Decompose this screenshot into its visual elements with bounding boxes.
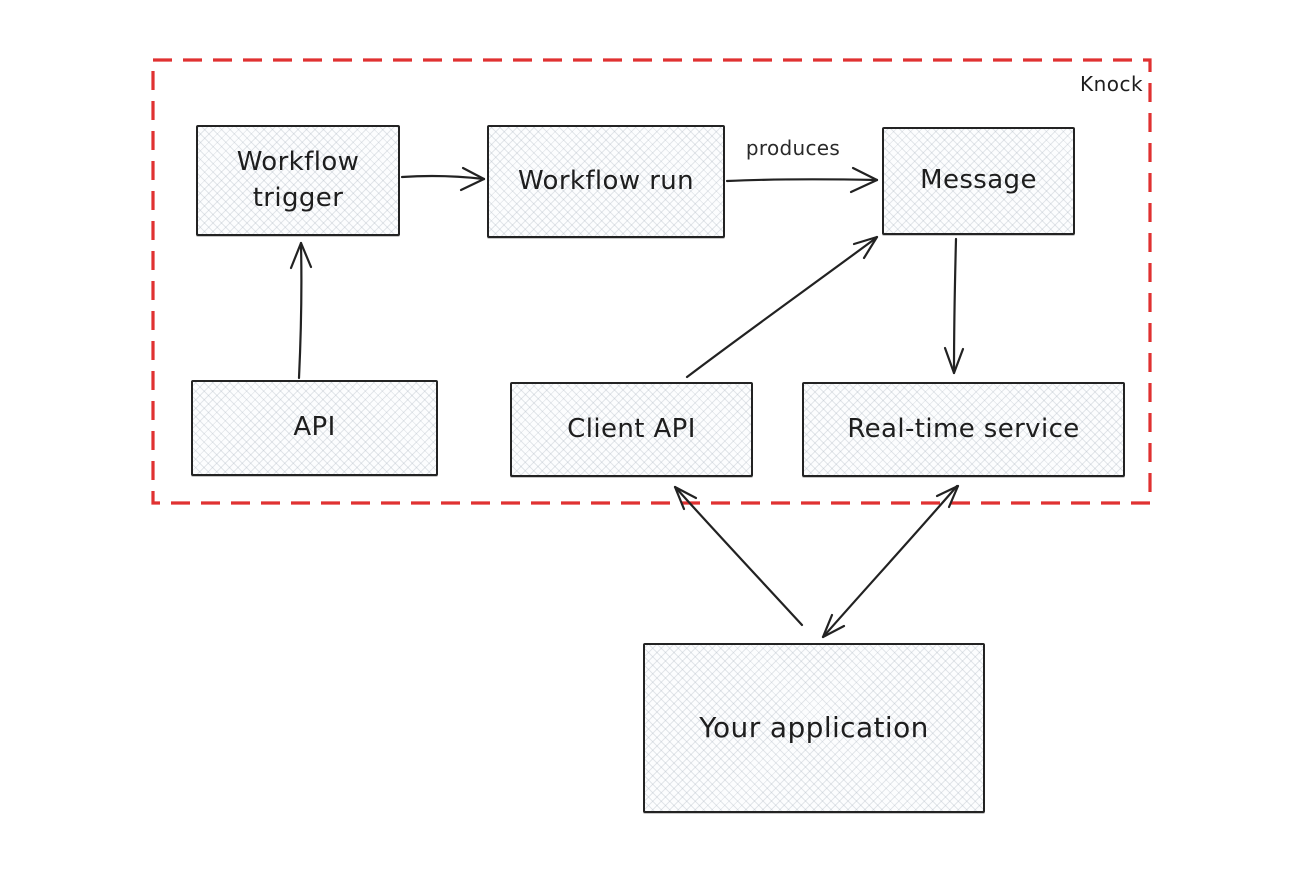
edge-api-to-trigger <box>289 241 313 380</box>
node-api: API <box>191 380 438 476</box>
node-workflow-trigger-label: Workflow trigger <box>236 147 360 213</box>
edge-message-to-realtime <box>943 237 965 375</box>
node-message: Message <box>882 127 1075 235</box>
node-your-application-label: Your application <box>699 711 929 745</box>
node-your-application: Your application <box>643 643 985 813</box>
knock-boundary-rect <box>151 58 1152 505</box>
edge-trigger-to-run <box>400 166 486 192</box>
edge-run-to-message <box>725 166 879 194</box>
node-real-time-service-label: Real-time service <box>847 413 1080 444</box>
node-workflow-trigger: Workflow trigger <box>196 125 400 236</box>
knock-boundary-label: Knock <box>1080 72 1144 96</box>
node-api-label: API <box>293 412 336 443</box>
node-client-api: Client API <box>510 382 753 477</box>
node-real-time-service: Real-time service <box>802 382 1125 477</box>
node-workflow-run-label: Workflow run <box>517 165 695 196</box>
node-client-api-label: Client API <box>567 413 696 444</box>
edge-clientapi-to-message <box>685 235 879 379</box>
edge-app-to-clientapi <box>673 485 804 627</box>
node-workflow-run: Workflow run <box>487 125 725 238</box>
edge-realtime-app-bidirectional <box>821 484 960 639</box>
node-message-label: Message <box>920 165 1037 196</box>
produces-edge-label: produces <box>745 136 841 160</box>
